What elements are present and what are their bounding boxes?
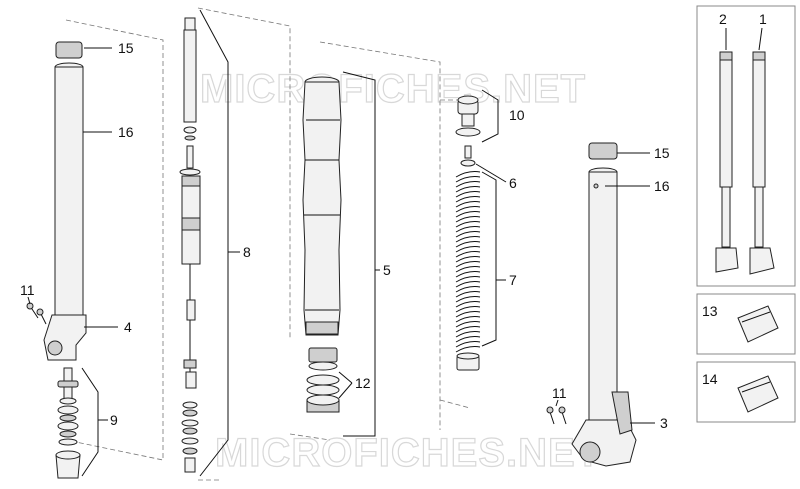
bracket-7 xyxy=(481,171,497,347)
damper-cartridge-part-8 xyxy=(179,7,291,481)
spacer-part-6 xyxy=(460,145,507,183)
callout-12: 12 xyxy=(355,375,371,391)
callout-11-left: 11 xyxy=(20,282,35,298)
callout-7: 7 xyxy=(509,272,517,288)
callout-16-right: 16 xyxy=(654,178,670,194)
seal-kit-part-12 xyxy=(306,347,353,413)
dash-frame-left xyxy=(65,19,164,461)
callout-5: 5 xyxy=(383,262,391,278)
bag-icon-14 xyxy=(737,375,779,413)
kit-box-14 xyxy=(696,361,796,423)
bag-icon-13 xyxy=(737,305,779,343)
callout-4: 4 xyxy=(124,319,132,335)
bracket-9 xyxy=(81,367,99,477)
dash-frame-5 xyxy=(289,41,441,441)
dash-frame-8 xyxy=(197,7,291,481)
bracket-5 xyxy=(342,71,376,437)
callout-16-left: 16 xyxy=(118,124,134,140)
spring-coils xyxy=(455,171,481,353)
callout-9: 9 xyxy=(110,412,118,428)
callout-14: 14 xyxy=(702,371,718,387)
outer-tube-assembly-right xyxy=(546,142,655,467)
bracket-8 xyxy=(199,9,229,477)
outer-tube-part-16 xyxy=(54,66,84,316)
box-complete-forks xyxy=(696,5,796,287)
watermark-top: MICROFICHES.NET xyxy=(200,67,586,111)
callout-6: 6 xyxy=(509,175,517,191)
callout-11-right: 11 xyxy=(552,385,567,401)
fork-leg-1 xyxy=(752,51,766,188)
inner-tube-part-5 xyxy=(289,41,441,441)
callout-8: 8 xyxy=(243,244,251,260)
kit-box-13 xyxy=(696,293,796,355)
callout-13: 13 xyxy=(702,303,718,319)
valve-stack-part-9 xyxy=(55,367,108,479)
bracket-10 xyxy=(481,89,499,143)
outer-tube-assembly-left xyxy=(26,19,164,461)
complete-fork-box xyxy=(696,5,796,287)
watermark-bottom: MICROFICHES.NET xyxy=(215,431,601,475)
callout-15-left: 15 xyxy=(118,40,134,56)
spring-part-7 xyxy=(455,171,506,371)
fork-leg-2 xyxy=(719,51,733,188)
bolt-part-11b xyxy=(549,411,555,425)
callout-2: 2 xyxy=(719,11,727,27)
callout-10: 10 xyxy=(509,107,525,123)
top-cap-part-10 xyxy=(439,89,499,409)
axle-hole xyxy=(47,340,63,356)
cap-part-15 xyxy=(55,41,83,59)
callout-3: 3 xyxy=(660,415,668,431)
callout-15-right: 15 xyxy=(654,145,670,161)
callout-1: 1 xyxy=(759,11,767,27)
